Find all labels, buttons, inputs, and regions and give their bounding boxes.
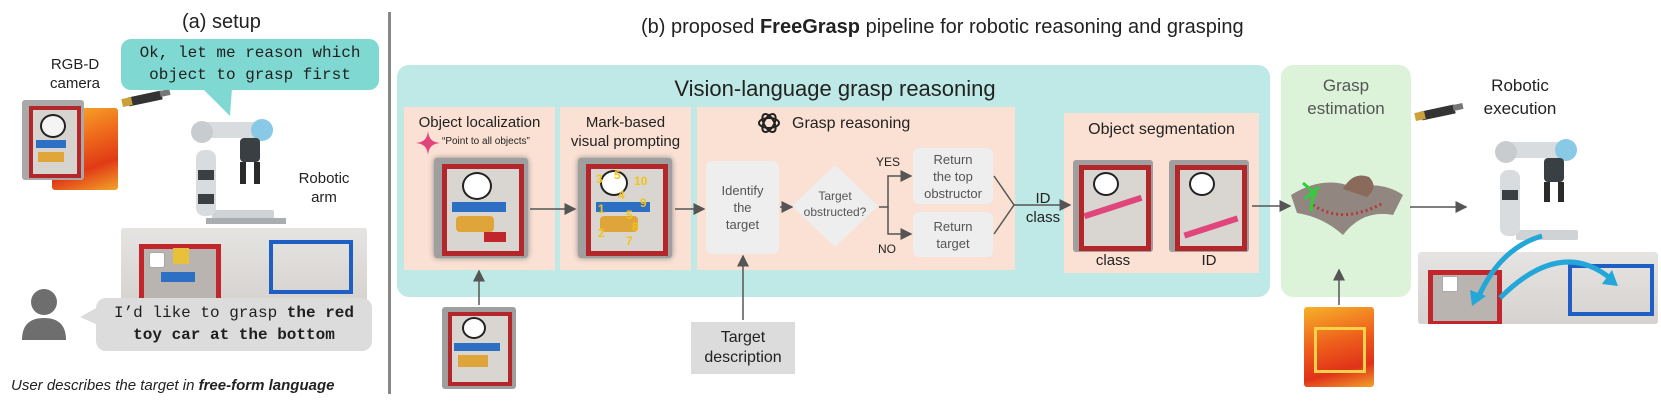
arrow-merge-to-idclass [993, 175, 1015, 235]
execution-motion-arrows [1470, 233, 1618, 306]
mark-prompting-line-2: visual prompting [570, 133, 681, 150]
user-speech-line-1: I’d like to grasp the red [96, 302, 372, 324]
grasp-reasoning-title: Grasp reasoning [792, 115, 911, 132]
camera-icon [121, 89, 171, 107]
user-speech-bold-2: toy car at the bottom [133, 326, 335, 344]
id-class-line-2: class [1025, 209, 1061, 226]
setup-caption-bold: free-form language [198, 377, 335, 394]
return-target-box: Return target [913, 212, 993, 257]
user-speech-tail [80, 307, 98, 325]
setup-title: (a) setup [182, 11, 261, 33]
robot-speech-line-2: object to grasp first [149, 66, 351, 84]
user-speech-line-2: toy car at the bottom [96, 324, 372, 346]
mark-number: 5 [626, 208, 633, 222]
segmentation-id-label: ID [1201, 252, 1217, 269]
vlm-reasoning-title: Vision-language grasp reasoning [674, 76, 996, 101]
robotic-execution-title: Robotic execution [1470, 74, 1570, 120]
target-obstructed-decision [792, 165, 878, 247]
identify-line-3: target [725, 217, 760, 232]
mark-number: 1 [598, 202, 605, 216]
mark-number: 2 [598, 226, 605, 240]
arm-label-line-1: Robotic [298, 170, 350, 187]
decision-label: Target obstructed? [795, 188, 875, 220]
return-obstructor-line-1: Return [933, 151, 973, 167]
mark-number: 8 [632, 220, 639, 234]
rgb-image-thumbnail [22, 100, 84, 180]
grasp-estimation-panel [1281, 65, 1411, 297]
object-segmentation-title: Object segmentation [1088, 121, 1235, 138]
robotic-execution-line-2: execution [1483, 99, 1557, 118]
arm-label: Robotic arm [294, 169, 354, 207]
openai-icon [758, 112, 780, 134]
user-speech-bubble: I’d like to grasp the red toy car at the… [96, 298, 372, 351]
mark-prompting-image: 3 5 10 4 9 1 5 8 2 7 [578, 158, 672, 258]
decision-line-2: obstructed? [803, 205, 867, 219]
camera-label-line-2: camera [49, 75, 101, 92]
pipeline-title-bold: FreeGrasp [759, 16, 861, 38]
camera-label-line-1: RGB-D [50, 56, 100, 73]
segmentation-class-image [1073, 160, 1153, 252]
tabletop-scene [121, 228, 367, 304]
setup-caption-plain: User describes the target in [11, 377, 199, 394]
target-description-line-2: description [704, 349, 782, 366]
object-localization-prompt: “Point to all objects” [442, 136, 530, 147]
segmentation-class-label: class [1095, 252, 1131, 269]
mark-number: 7 [626, 234, 633, 248]
camera-icon-exec [1414, 103, 1464, 121]
return-target-line-2: target [936, 235, 970, 251]
return-obstructor-line-3: obstructor [924, 185, 982, 201]
segmentation-id-image [1169, 160, 1249, 252]
target-description-line-1: Target [720, 329, 766, 346]
robot-speech-bubble: Ok, let me reason which object to grasp … [121, 39, 379, 90]
return-target-line-1: Return [933, 218, 973, 234]
grasp-estimation-line-2: estimation [1307, 99, 1385, 118]
section-divider [388, 12, 391, 394]
return-obstructor-line-2: the top [933, 168, 973, 184]
robot-speech-tail [202, 88, 232, 116]
object-localization-image [434, 158, 528, 258]
mark-prompting-line-1: Mark-based [585, 114, 666, 131]
mark-number: 3 [596, 172, 603, 186]
yes-label: YES [876, 155, 901, 169]
pipeline-title: (b) proposed FreeGrasp pipeline for robo… [641, 16, 1244, 39]
arrow-decision-no [887, 207, 913, 240]
id-class-label: ID class [1018, 189, 1068, 227]
arrow-decision-yes [879, 170, 913, 208]
return-obstructor-box: Return the top obstructor [913, 148, 993, 204]
robot-arm-icon [191, 119, 286, 224]
arm-label-line-2: arm [311, 189, 337, 206]
target-description-box: Target description [691, 322, 795, 374]
mark-prompting-title: Mark-based visual prompting [560, 113, 691, 151]
mark-number: 5 [614, 168, 621, 182]
point-cloud-image [1291, 175, 1403, 235]
user-speech-plain: I’d like to grasp [113, 304, 287, 322]
id-class-line-1: ID [1035, 190, 1051, 207]
pipeline-title-prefix: (b) proposed [641, 16, 760, 38]
identify-line-1: Identify [721, 183, 764, 198]
input-depth-image [1304, 307, 1374, 387]
camera-label: RGB-D camera [40, 55, 110, 93]
identify-target-box: Identify the target [706, 161, 779, 254]
user-icon [22, 289, 66, 340]
no-label: NO [878, 242, 896, 256]
grasp-estimation-title: Grasp estimation [1281, 74, 1411, 120]
pipeline-title-suffix: pipeline for robotic reasoning and grasp… [860, 16, 1244, 38]
user-speech-bold-1: the red [286, 304, 355, 322]
object-localization-title: Object localization [418, 114, 541, 131]
gemini-sparkle-icon [416, 131, 440, 155]
mark-number: 4 [618, 188, 625, 202]
setup-caption: User describes the target in free-form l… [11, 377, 334, 394]
robot-speech-line-1: Ok, let me reason which [139, 44, 361, 62]
grasp-estimation-line-1: Grasp [1322, 76, 1370, 95]
mark-number: 9 [640, 196, 647, 210]
input-rgb-image [442, 307, 516, 389]
identify-line-2: the [733, 200, 752, 215]
robotic-execution-line-1: Robotic [1491, 76, 1549, 95]
decision-line-1: Target [818, 189, 852, 203]
mark-number: 10 [634, 174, 648, 188]
